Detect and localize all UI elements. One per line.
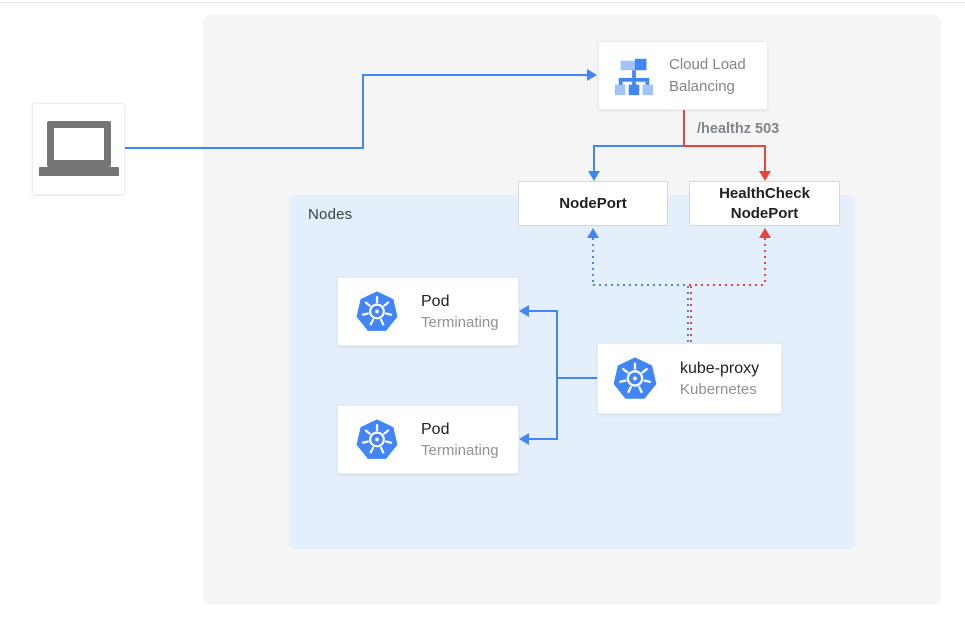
cloud-load-balancing-card: Cloud Load Balancing bbox=[598, 41, 768, 110]
dotted-kubeproxy-up-red bbox=[690, 286, 692, 344]
laptop-icon bbox=[38, 121, 119, 177]
pod1-status: Terminating bbox=[421, 313, 499, 331]
edge-branch-red-v bbox=[764, 145, 766, 171]
top-divider bbox=[0, 2, 965, 3]
edge-client-to-clb-h2 bbox=[362, 74, 588, 76]
dotted-kubeproxy-up-blue bbox=[687, 286, 689, 344]
edge-branch-blue-v bbox=[593, 145, 595, 171]
healthz-status-label: /healthz 503 bbox=[697, 121, 780, 137]
arrowhead-into-pod1 bbox=[519, 305, 529, 317]
dotted-v-into-nodeport bbox=[592, 238, 594, 286]
arrowhead-into-nodeport bbox=[588, 171, 600, 181]
clb-title: Cloud Load Balancing bbox=[669, 55, 746, 95]
edge-to-pod1 bbox=[528, 310, 558, 312]
kubernetes-helm-icon bbox=[613, 356, 657, 399]
dotted-arrowhead-nodeport bbox=[587, 228, 599, 238]
arrowhead-into-pod2 bbox=[519, 433, 529, 445]
dotted-h-blue bbox=[593, 284, 689, 286]
nodeport-box: NodePort bbox=[518, 181, 668, 226]
arrowhead-into-healthcheck-nodeport bbox=[759, 171, 771, 181]
edge-branch-blue-h bbox=[594, 145, 683, 147]
kube-proxy-subtitle: Kubernetes bbox=[680, 380, 757, 398]
edge-kubeproxy-out bbox=[557, 377, 597, 379]
pod2-status: Terminating bbox=[421, 441, 499, 459]
edge-clb-down-red bbox=[683, 110, 685, 147]
pod2-title: Pod bbox=[421, 420, 450, 438]
edge-branch-red-h bbox=[683, 145, 766, 147]
kube-proxy-card: kube-proxy Kubernetes bbox=[597, 343, 782, 414]
pod1-title: Pod bbox=[421, 292, 450, 310]
dotted-arrowhead-healthcheck bbox=[759, 228, 771, 238]
edge-pods-trunk bbox=[556, 310, 558, 440]
edge-client-to-clb-v bbox=[362, 74, 364, 149]
nodeport-label: NodePort bbox=[559, 194, 627, 212]
load-balancer-tree-icon bbox=[614, 58, 654, 95]
arrowhead-into-clb bbox=[587, 69, 597, 81]
dotted-h-red bbox=[689, 284, 766, 286]
edge-to-pod2 bbox=[528, 438, 558, 440]
dotted-v-into-healthcheck bbox=[764, 238, 766, 286]
healthcheck-nodeport-box: HealthCheck NodePort bbox=[689, 181, 840, 226]
pod1-card: Pod Terminating bbox=[337, 277, 519, 346]
nodes-panel-label: Nodes bbox=[308, 206, 353, 223]
kubernetes-helm-icon bbox=[356, 418, 398, 459]
kube-proxy-title: kube-proxy bbox=[680, 359, 760, 377]
kubernetes-helm-icon bbox=[356, 290, 398, 331]
healthcheck-nodeport-label: HealthCheck NodePort bbox=[719, 185, 810, 222]
client-card bbox=[32, 103, 125, 195]
pod2-card: Pod Terminating bbox=[337, 405, 519, 474]
edge-client-to-clb-h1 bbox=[125, 147, 364, 149]
